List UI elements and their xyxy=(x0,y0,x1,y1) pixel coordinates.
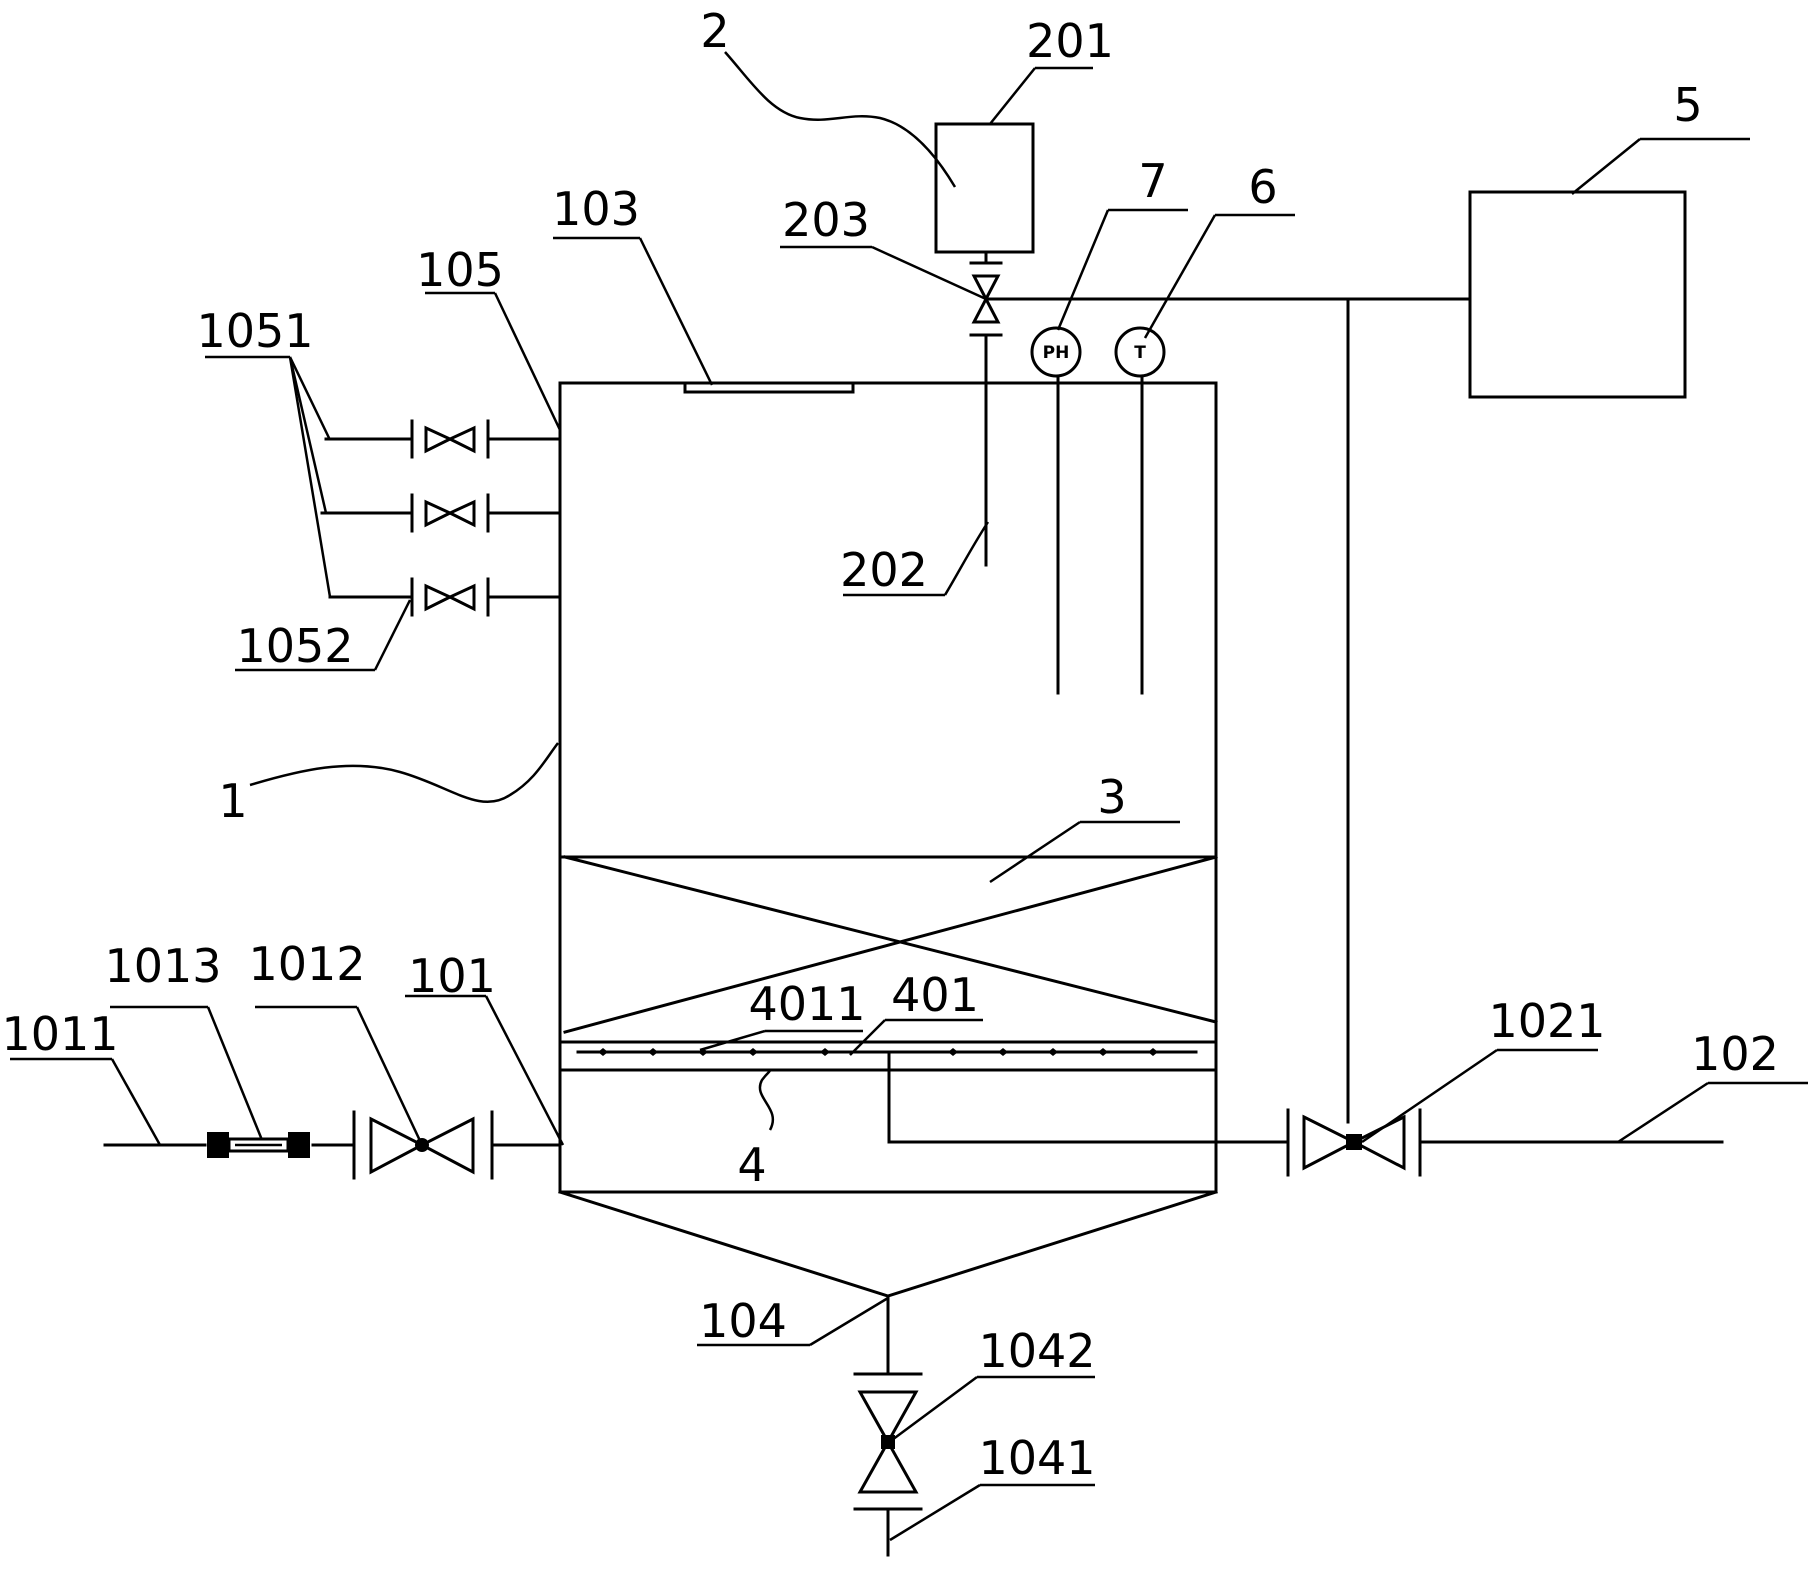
leader-lines xyxy=(10,51,1808,1542)
label-6: 6 xyxy=(1248,160,1277,214)
inlet-valve[interactable] xyxy=(352,1110,494,1180)
packing-layer xyxy=(558,855,1218,1034)
label-7: 7 xyxy=(1138,154,1167,208)
drain-valve[interactable] xyxy=(853,1372,923,1511)
label-4011: 4011 xyxy=(748,977,865,1031)
label-4: 4 xyxy=(737,1138,766,1192)
label-102: 102 xyxy=(1691,1027,1779,1081)
sampling-pipes xyxy=(320,437,562,599)
dosing-valve[interactable] xyxy=(969,261,1003,337)
label-201: 201 xyxy=(1026,14,1114,68)
ph-meter: PH xyxy=(1030,326,1082,695)
label-203: 203 xyxy=(782,193,870,247)
sampling-valve-top[interactable] xyxy=(410,419,490,459)
aerator-nozzles xyxy=(598,1048,1158,1056)
reactor-vessel xyxy=(558,381,1218,1376)
label-1042: 1042 xyxy=(978,1324,1095,1378)
outlet-valve[interactable] xyxy=(1286,1108,1422,1177)
label-103: 103 xyxy=(552,182,640,236)
label-202: 202 xyxy=(840,543,928,597)
label-1: 1 xyxy=(218,774,247,828)
sampling-valve-middle[interactable] xyxy=(410,493,490,533)
label-3: 3 xyxy=(1097,770,1126,824)
ph-meter-text: PH xyxy=(1043,343,1070,363)
sampling-valve-bottom[interactable] xyxy=(410,577,490,617)
label-1021: 1021 xyxy=(1488,994,1605,1048)
label-1012: 1012 xyxy=(248,937,365,991)
controller xyxy=(1468,190,1687,399)
aeration-device xyxy=(558,1040,1290,1144)
top-cover xyxy=(683,381,855,394)
label-101: 101 xyxy=(408,949,496,1003)
label-1052: 1052 xyxy=(236,619,353,673)
control-line xyxy=(984,297,1472,1124)
label-1041: 1041 xyxy=(978,1431,1095,1485)
label-1011: 1011 xyxy=(1,1007,118,1061)
label-2: 2 xyxy=(700,4,729,58)
reference-labels: 1 2 3 4 5 6 7 101 102 103 104 105 201 20… xyxy=(1,4,1778,1485)
flowmeter xyxy=(207,1132,310,1158)
label-105: 105 xyxy=(416,243,504,297)
label-1051: 1051 xyxy=(196,304,313,358)
label-401: 401 xyxy=(891,968,979,1022)
thermometer: T xyxy=(1114,326,1166,695)
label-5: 5 xyxy=(1673,78,1702,132)
dosing-tank xyxy=(934,122,1035,254)
label-1013: 1013 xyxy=(104,939,221,993)
thermometer-text: T xyxy=(1134,343,1146,363)
label-104: 104 xyxy=(699,1294,787,1348)
